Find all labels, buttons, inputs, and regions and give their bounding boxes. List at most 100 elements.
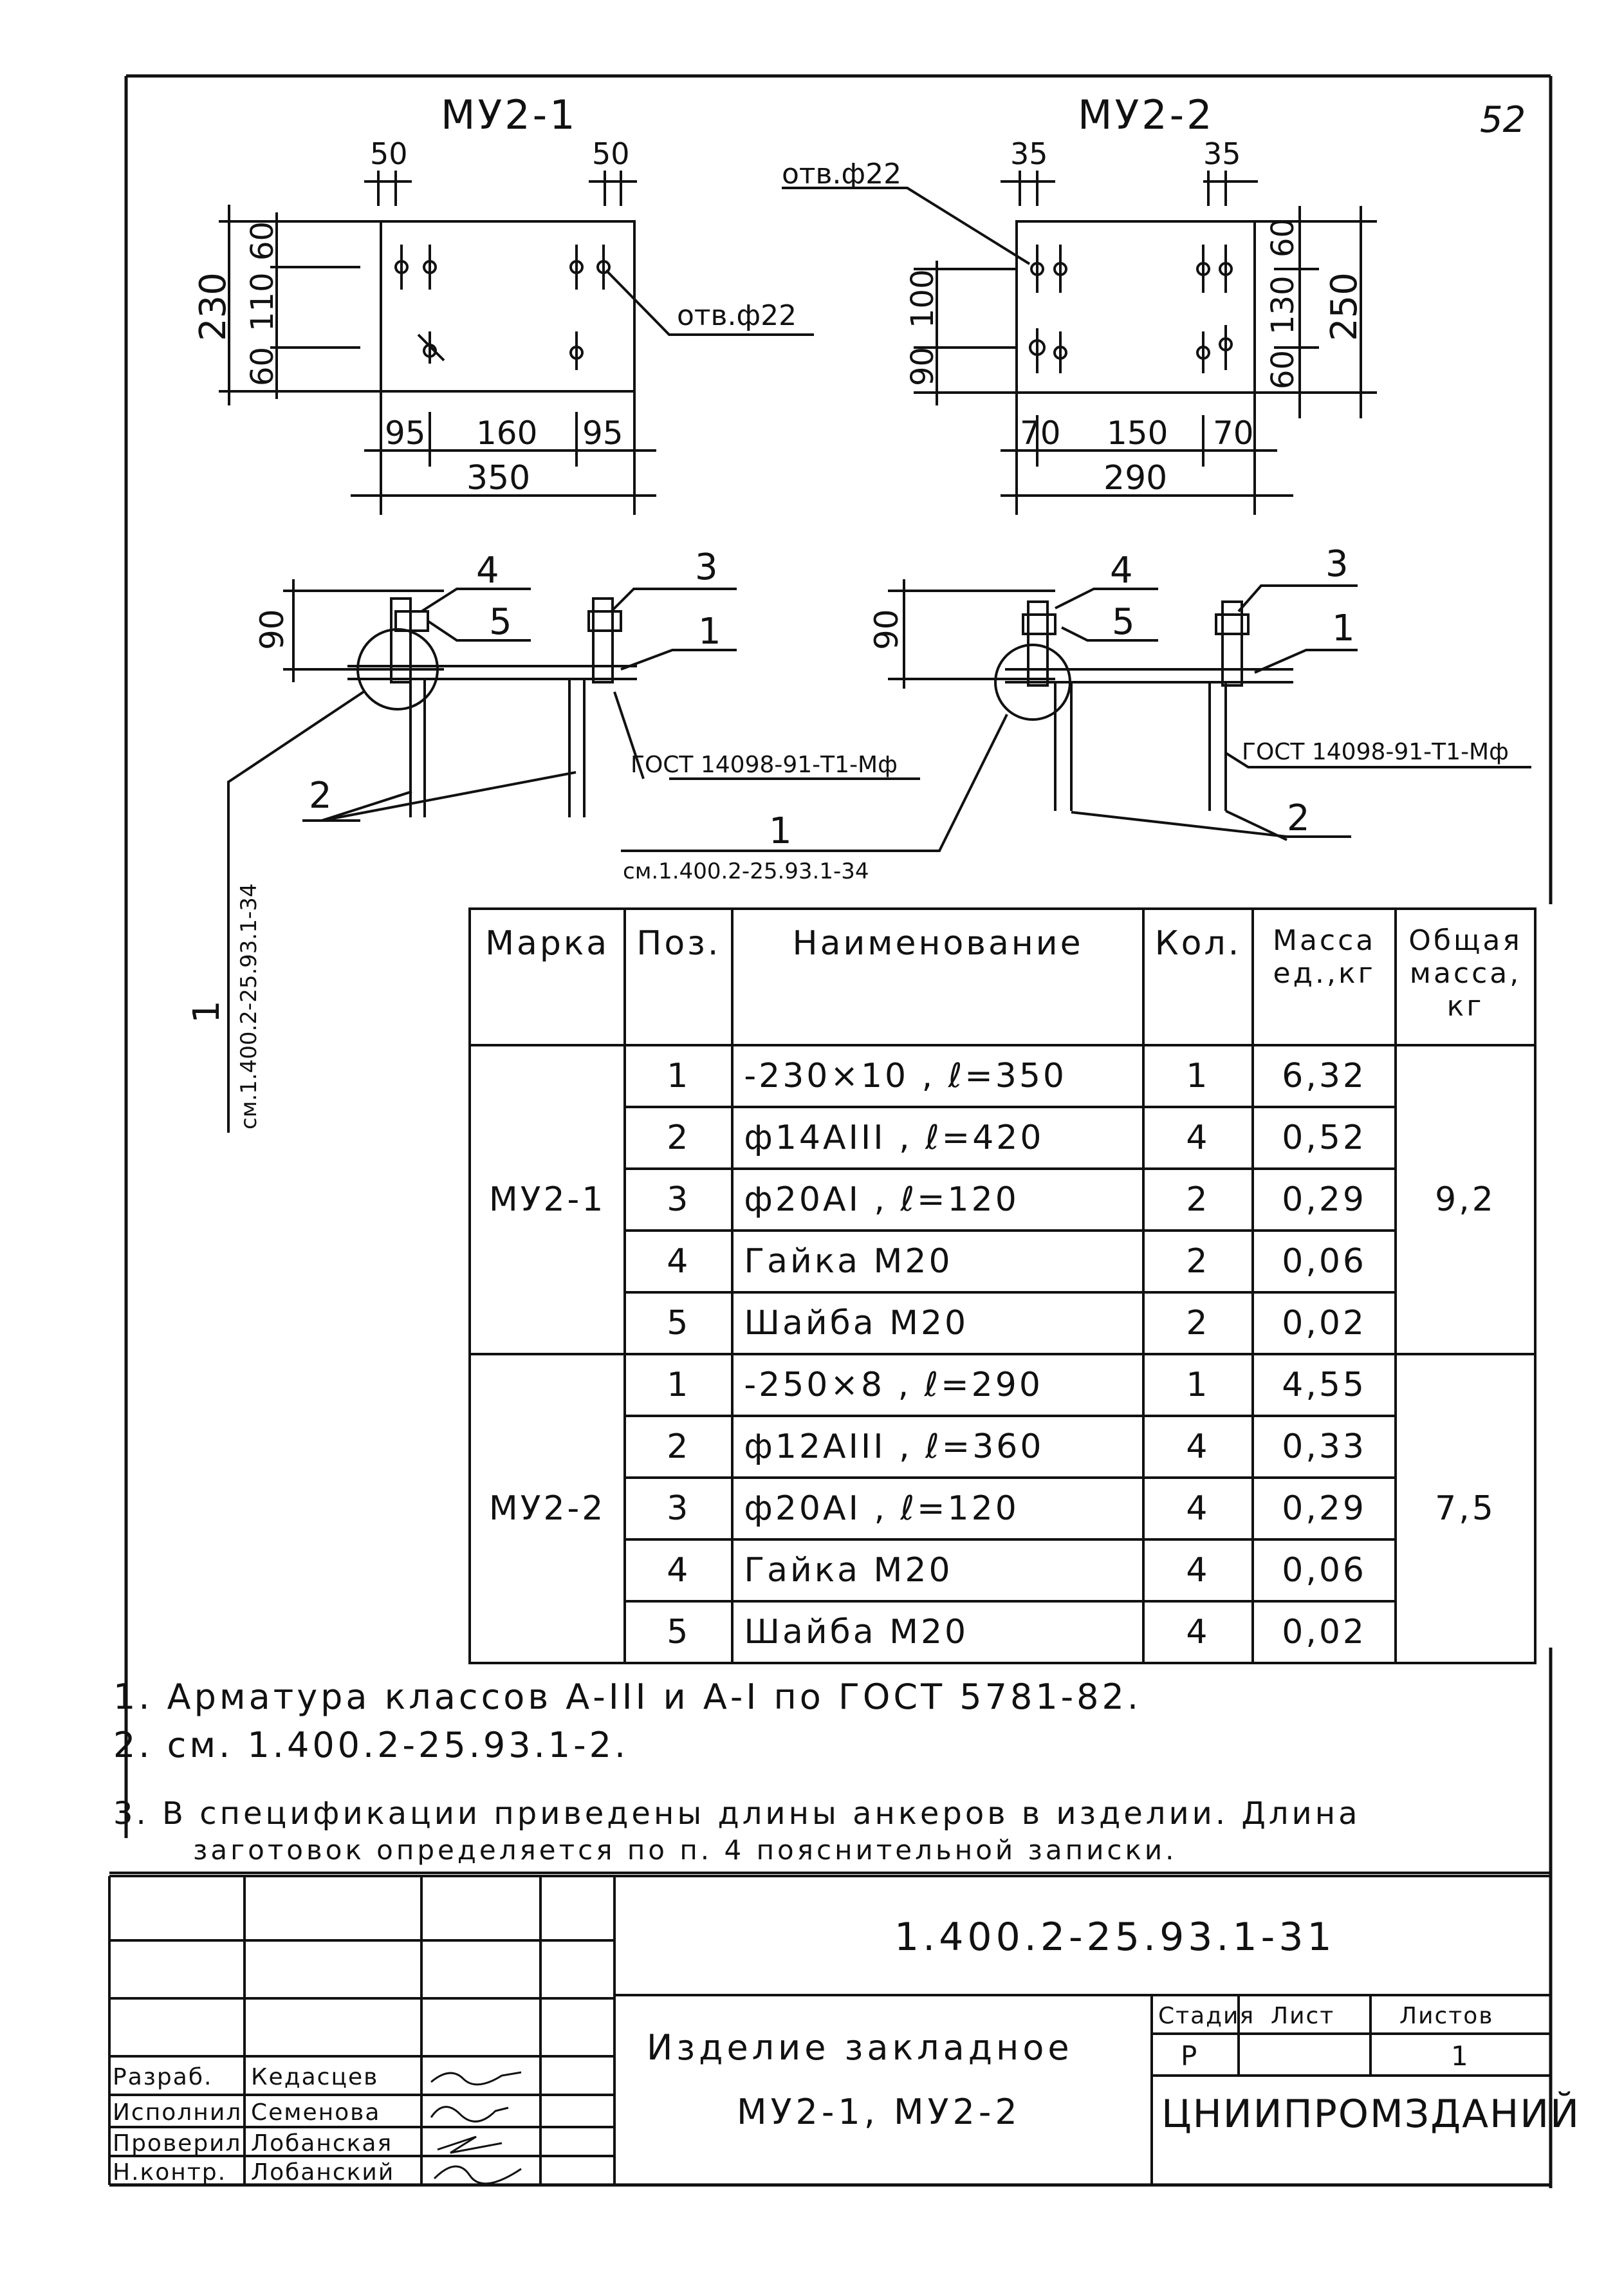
signature-mark <box>437 2135 503 2154</box>
sheets-value: 1 <box>1451 2040 1470 2072</box>
dim-a-top-left: 50 <box>370 136 408 171</box>
sec-b-pos3: 3 <box>1325 543 1349 585</box>
sec-a-height: 90 <box>254 609 291 650</box>
dim-b-v1: 100 <box>905 269 941 328</box>
header-name: Наименование <box>731 907 1145 1046</box>
pos-cell: 5 <box>623 1291 734 1355</box>
role-executor: Исполнил <box>113 2099 243 2126</box>
dim-a-v2: 110 <box>245 272 281 331</box>
sec-b-gost: ГОСТ 14098-91-Т1-Мф <box>1242 739 1509 765</box>
stage-value: Р <box>1181 2040 1199 2072</box>
dim-b-h1: 70 <box>1020 414 1061 452</box>
dim-b-r2: 130 <box>1265 275 1301 335</box>
signature-mark <box>430 2071 522 2086</box>
total-mass-cell: 9,2 <box>1394 1044 1536 1355</box>
table-row: 2 ф14АIII , ℓ=420 4 0,52 <box>470 1106 1535 1170</box>
sec-a-pos4: 4 <box>476 550 499 591</box>
table-row: 5 Шайба М20 2 0,02 <box>470 1291 1535 1355</box>
dim-a-vtotal: 230 <box>192 272 234 341</box>
note-2: 2. см. 1.400.2-25.93.1-2. <box>113 1725 629 1765</box>
specification-table: Марка Поз. Наименование Кол. Масса ед.,к… <box>468 907 1536 1664</box>
qty-cell: 4 <box>1141 1600 1255 1664</box>
dim-a-h1: 95 <box>385 414 426 452</box>
mark-cell: МУ2-1 <box>468 1044 627 1355</box>
sec-b-pos5: 5 <box>1112 601 1135 643</box>
total-mass-cell: 7,5 <box>1394 1353 1536 1664</box>
dim-a-v3: 60 <box>245 347 281 386</box>
name-cell: ф12АIII , ℓ=360 <box>731 1415 1145 1479</box>
qty-cell: 1 <box>1141 1353 1255 1417</box>
header-mass-unit: Масса ед.,кг <box>1251 907 1398 1046</box>
header-mark: Марка <box>468 907 627 1046</box>
sec-a-gost: ГОСТ 14098-91-Т1-Мф <box>631 752 898 778</box>
name-cell: -250×8 , ℓ=290 <box>731 1353 1145 1417</box>
qty-cell: 4 <box>1141 1106 1255 1170</box>
table-row: МУ2-2 1 -250×8 , ℓ=290 1 4,55 7,5 <box>468 1353 1536 1664</box>
mass-cell: 0,52 <box>1251 1106 1398 1170</box>
dim-a-h2: 160 <box>476 414 537 452</box>
name-cell: Шайба М20 <box>731 1600 1145 1664</box>
holes-a <box>394 245 611 370</box>
pos-cell: 3 <box>623 1167 734 1232</box>
mass-cell: 0,29 <box>1251 1167 1398 1232</box>
section-b <box>888 579 1293 811</box>
mass-cell: 0,06 <box>1251 1538 1398 1603</box>
table-row: 2 ф12АIII , ℓ=360 4 0,33 <box>470 1415 1535 1479</box>
pos-cell: 1 <box>623 1044 734 1108</box>
dim-b-vtotal: 250 <box>1324 272 1365 341</box>
header-qty: Кол. <box>1141 907 1255 1046</box>
name-cell: -230×10 , ℓ=350 <box>731 1044 1145 1108</box>
dim-b-h3: 70 <box>1213 414 1254 452</box>
sheet-number: 52 <box>1480 99 1526 141</box>
pos-cell: 1 <box>623 1353 734 1417</box>
table-row: 4 Гайка М20 4 0,06 <box>470 1538 1535 1603</box>
mass-cell: 0,29 <box>1251 1476 1398 1541</box>
hole-label-b: отв.ф22 <box>782 158 901 191</box>
sec-b-pos4: 4 <box>1110 550 1133 591</box>
table-header-row: Марка Поз. Наименование Кол. Масса ед.,к… <box>468 907 1536 1046</box>
header-pos: Поз. <box>623 907 734 1046</box>
note-3-line-1: 3. В спецификации приведены длины анкеро… <box>113 1796 1361 1832</box>
dim-b-top-left: 35 <box>1010 136 1048 171</box>
sec-b-ref: 1 <box>769 810 792 852</box>
name-norm-control: Лобанский <box>251 2159 395 2186</box>
pos-cell: 5 <box>623 1600 734 1664</box>
mass-cell: 0,33 <box>1251 1415 1398 1479</box>
sec-b-height: 90 <box>868 609 905 650</box>
header-mass-total: Общая масса, кг <box>1394 907 1536 1046</box>
name-cell: Гайка М20 <box>731 1538 1145 1603</box>
dim-b-h2: 150 <box>1107 414 1168 452</box>
dim-b-top-right: 35 <box>1203 136 1241 171</box>
sec-b-ref-doc: см.1.400.2-25.93.1-34 <box>623 859 869 884</box>
dim-b-r1: 60 <box>1265 218 1301 257</box>
mass-cell: 4,55 <box>1251 1353 1398 1417</box>
sec-a-ref-doc: см.1.400.2-25.93.1-34 <box>236 884 262 1130</box>
sec-b-pos1: 1 <box>1332 608 1355 649</box>
qty-cell: 4 <box>1141 1538 1255 1603</box>
name-cell: Шайба М20 <box>731 1291 1145 1355</box>
name-cell: ф20АI , ℓ=120 <box>731 1167 1145 1232</box>
section-a <box>283 579 637 817</box>
pos-cell: 3 <box>623 1476 734 1541</box>
pos-cell: 4 <box>623 1538 734 1603</box>
sec-a-ref: 1 <box>186 1000 228 1023</box>
qty-cell: 2 <box>1141 1291 1255 1355</box>
table-row: 3 ф20АI , ℓ=120 2 0,29 <box>470 1167 1535 1232</box>
sheet-frame <box>124 74 1553 1838</box>
mass-cell: 0,02 <box>1251 1600 1398 1664</box>
mass-cell: 0,02 <box>1251 1291 1398 1355</box>
dim-a-v1: 60 <box>245 221 281 261</box>
dim-a-top-right: 50 <box>592 136 630 171</box>
qty-cell: 2 <box>1141 1229 1255 1294</box>
sec-a-pos1: 1 <box>698 611 721 653</box>
title-block-grid <box>108 1875 1551 2187</box>
table-row: МУ2-1 1 -230×10 , ℓ=350 1 6,32 9,2 <box>468 1044 1536 1355</box>
plate-b <box>1015 220 1256 394</box>
name-developer: Кедасцев <box>251 2064 379 2090</box>
qty-cell: 1 <box>1141 1044 1255 1108</box>
dim-a-h3: 95 <box>582 414 623 452</box>
name-cell: ф20АI , ℓ=120 <box>731 1476 1145 1541</box>
view-a-title: МУ2-1 <box>441 91 578 138</box>
dim-b-r3: 60 <box>1265 350 1301 389</box>
